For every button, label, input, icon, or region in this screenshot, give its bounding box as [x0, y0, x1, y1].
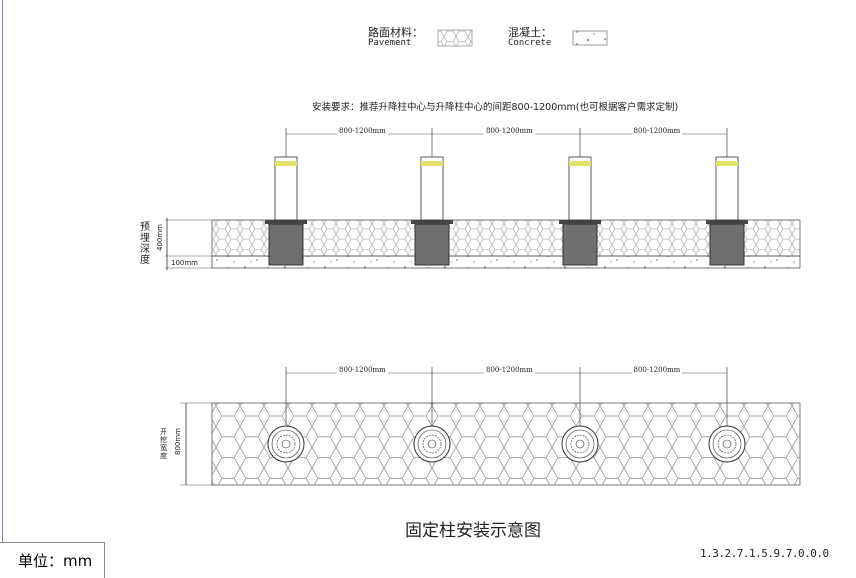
bollard-circle	[422, 434, 442, 454]
concrete-swatch	[572, 30, 608, 46]
pavement-layer	[211, 219, 801, 257]
unit-box: 单位：mm	[0, 542, 105, 578]
reflective-band	[716, 161, 738, 166]
base-plate	[559, 220, 601, 224]
bollard-post	[568, 156, 592, 221]
installation-requirement: 安装要求：推荐升降柱中心与升降柱中心的间距800-1200mm(也可根据客户需求…	[312, 102, 679, 113]
bollard-circle	[717, 434, 737, 454]
bollard-circle	[413, 425, 451, 463]
bollard	[706, 128, 748, 266]
bollard-circle	[271, 429, 301, 459]
frame-border	[2, 0, 3, 542]
bollard	[559, 128, 601, 266]
bollard-circle	[427, 439, 437, 449]
unit-label: 单位：mm	[18, 552, 93, 570]
reflective-band	[421, 161, 443, 166]
bollard	[411, 128, 453, 266]
legend-concrete: 混凝土： Concrete	[508, 27, 552, 49]
base-plate	[411, 220, 453, 224]
reflective-band	[569, 161, 591, 166]
legend-swatches	[437, 29, 608, 47]
width-value: 800mm	[174, 428, 182, 455]
bollard-circle	[281, 439, 291, 449]
bollard-post	[715, 156, 739, 221]
depth-label: 预埋深度	[140, 222, 150, 266]
plan-view	[180, 367, 801, 486]
bollard-circle	[276, 434, 296, 454]
legend-pavement-en: Pavement	[368, 38, 412, 48]
bollard-plan	[267, 367, 305, 463]
foundation-block	[709, 223, 745, 266]
bollard-post	[274, 156, 298, 221]
bollard-circle	[722, 439, 732, 449]
bollard-plan	[708, 367, 746, 463]
bollard-circle	[570, 434, 590, 454]
drawing-code: 1.3.2.7.1.5.9.7.0.0.0	[700, 547, 829, 560]
bollard-circle	[712, 429, 742, 459]
pavement-swatch	[437, 29, 473, 47]
reflective-band	[275, 161, 297, 166]
legend-concrete-en: Concrete	[508, 38, 552, 48]
drawing-title: 固定柱安装示意图	[405, 521, 541, 541]
bollard-circle	[417, 429, 447, 459]
bollard	[265, 128, 307, 266]
width-label: 开挖宽度	[160, 428, 167, 460]
legend-pavement: 路面材料： Pavement	[368, 27, 423, 49]
spacing-label: 800-1200mm	[337, 127, 388, 135]
bollard-circle	[708, 425, 746, 463]
bollard-plan	[561, 367, 599, 463]
bollard-post	[420, 156, 444, 221]
foundation-block	[268, 223, 304, 266]
base-plate	[265, 220, 307, 224]
spacing-label: 800-1200mm	[631, 127, 683, 135]
foundation-block	[414, 223, 450, 266]
concrete-layer	[211, 255, 801, 269]
foundation-block	[562, 223, 598, 266]
bollard-circle	[575, 439, 585, 449]
base-plate	[706, 220, 748, 224]
spacing-label: 800-1200mm	[337, 366, 388, 374]
depth-value: 400mm	[156, 224, 164, 251]
legend-pavement-cn: 路面材料：	[368, 26, 423, 39]
bollard-circle	[561, 425, 599, 463]
excavation-area	[211, 402, 801, 486]
bollard-circle	[267, 425, 305, 463]
bollard-circle	[565, 429, 595, 459]
spacing-label: 800-1200mm	[631, 366, 683, 374]
legend-concrete-cn: 混凝土：	[508, 26, 552, 39]
elevation-view	[165, 128, 801, 270]
spacing-label: 800-1200mm	[484, 366, 535, 374]
spacing-label: 800-1200mm	[484, 127, 535, 135]
concrete-thickness: 100mm	[171, 259, 198, 267]
bollard-plan	[413, 367, 451, 463]
